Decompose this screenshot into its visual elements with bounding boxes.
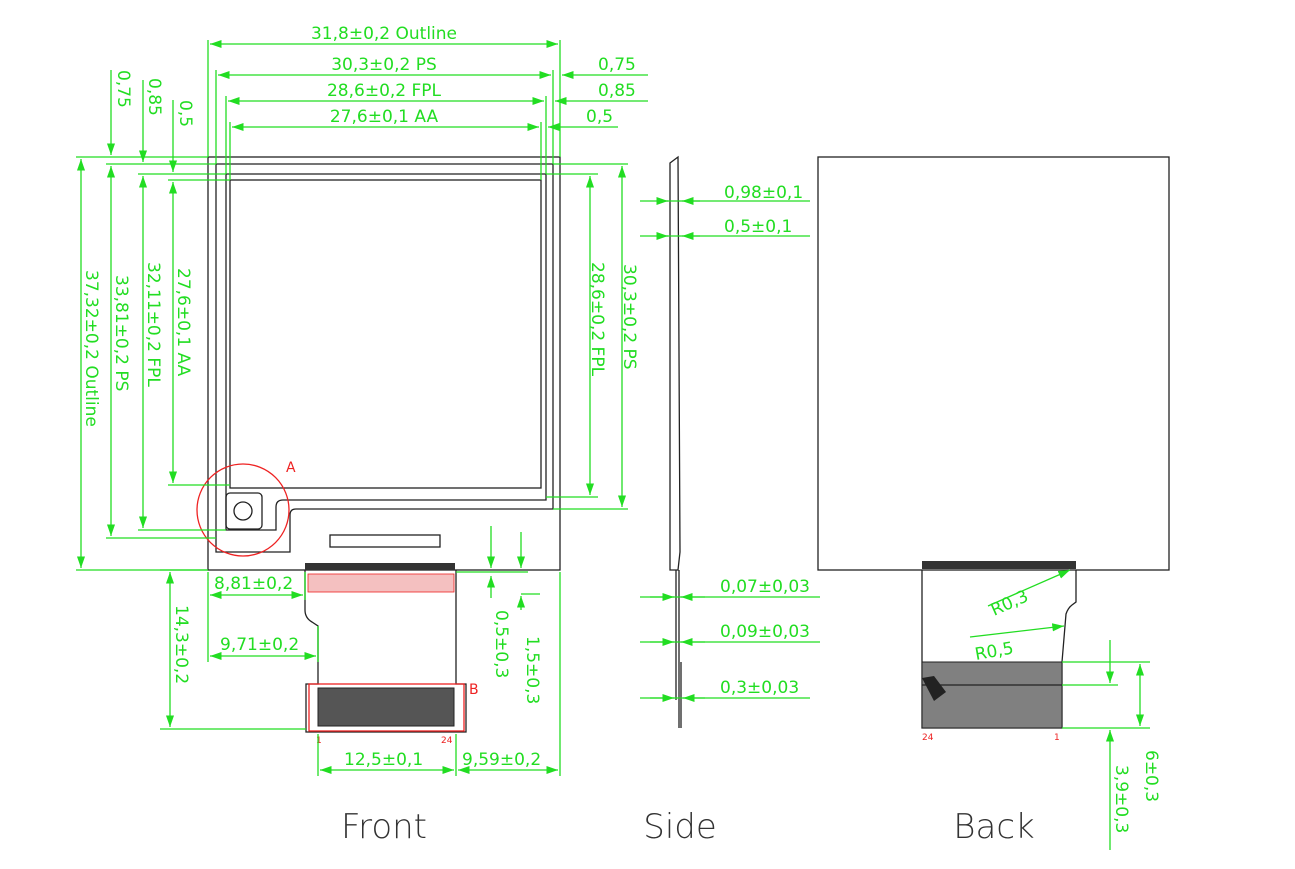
outline-height-label: 37,32±0,2 Outline xyxy=(81,270,101,427)
fpc-connector-strip xyxy=(305,563,455,570)
mounting-hole xyxy=(233,501,253,521)
active-area xyxy=(229,179,542,489)
dim-05-03-label: 0,5±0,3 xyxy=(491,610,511,678)
side-view: 0,98±0,1 0,5±0,1 0,07±0,03 0,09±0,03 0,3… xyxy=(640,155,820,728)
ps-width-label: 30,3±0,2 PS xyxy=(331,55,437,75)
back-view: 24 1 R0,3 R0,5 6±0,3 3,9±0,3 xyxy=(817,156,1170,850)
aa-height-label: 27,6±0,1 AA xyxy=(173,268,193,377)
fpc-offset-971-label: 9,71±0,2 xyxy=(220,635,299,655)
left-offset-075: 0,75 xyxy=(113,70,133,108)
front-left-dimensions: 37,32±0,2 Outline 33,81±0,2 PS 32,11±0,2… xyxy=(76,70,230,571)
side-thickness-03: 0,3±0,03 xyxy=(720,678,799,698)
front-top-dimensions: 31,8±0,2 Outline 30,3±0,2 PS 28,6±0,2 FP… xyxy=(207,24,648,180)
detail-a-circle xyxy=(196,463,290,557)
fpc-offset-881-label: 8,81±0,2 xyxy=(214,574,293,594)
side-panel-body xyxy=(669,155,681,571)
back-outline xyxy=(817,156,1170,571)
back-connector-strip xyxy=(922,561,1076,569)
back-stiffener-mark xyxy=(922,676,946,701)
side-thickness-098: 0,98±0,1 xyxy=(724,183,803,203)
front-right-dimensions: 28,6±0,2 FPL 30,3±0,2 PS xyxy=(546,163,639,510)
driver-ic xyxy=(329,534,441,548)
polarizer-outline xyxy=(215,163,554,553)
detail-b-label: B xyxy=(469,682,479,698)
ps-height-right-label: 30,3±0,2 PS xyxy=(619,264,639,370)
pad-width-label: 12,5±0,1 xyxy=(344,750,423,770)
pad-offset-label: 9,59±0,2 xyxy=(462,750,541,770)
right-offset-085: 0,85 xyxy=(598,81,636,101)
stiffener-offset-label: 3,9±0,3 xyxy=(1111,765,1131,833)
caption-front: Front xyxy=(341,807,427,847)
front-view: A B 1 24 xyxy=(196,156,561,746)
left-offset-085: 0,85 xyxy=(144,78,164,116)
side-thickness-007: 0,07±0,03 xyxy=(720,577,810,597)
fpl-width-label: 28,6±0,2 FPL xyxy=(327,81,442,101)
front-outline xyxy=(207,156,561,571)
pin-24-back: 24 xyxy=(922,733,934,743)
right-offset-05: 0,5 xyxy=(586,107,613,127)
fpc-traces xyxy=(307,573,455,593)
ps-height-label: 33,81±0,2 PS xyxy=(111,275,131,391)
dim-15-03-label: 1,5±0,3 xyxy=(522,636,542,704)
side-thickness-05: 0,5±0,1 xyxy=(724,217,792,237)
fpl-outline xyxy=(225,173,547,531)
fpl-height-label: 32,11±0,2 FPL xyxy=(143,262,163,387)
tab-outline xyxy=(225,492,263,530)
radius-05-label: R0,5 xyxy=(973,638,1015,664)
radius-03-label: R0,3 xyxy=(988,586,1032,620)
fpc-outline xyxy=(304,570,467,733)
front-bottom-dimensions: 8,81±0,2 9,71±0,2 14,3±0,2 0,5±0,3 1,5±0… xyxy=(160,526,561,776)
caption-side: Side xyxy=(643,807,717,847)
stiffener-height-label: 6±0,3 xyxy=(1141,750,1161,802)
caption-back: Back xyxy=(953,807,1034,847)
fpc-length-label: 14,3±0,2 xyxy=(171,605,191,684)
fpl-height-right-label: 28,6±0,2 FPL xyxy=(587,262,607,377)
pin-1-back: 1 xyxy=(1054,733,1060,743)
fpc-pads xyxy=(317,687,455,727)
back-stiffener xyxy=(921,661,1063,729)
pin-1-front: 1 xyxy=(316,736,322,746)
side-thickness-009: 0,09±0,03 xyxy=(720,622,810,642)
left-offset-05: 0,5 xyxy=(175,100,195,127)
right-offset-075: 0,75 xyxy=(598,55,636,75)
detail-a-label: A xyxy=(286,460,296,476)
pin-24-front: 24 xyxy=(441,736,453,746)
outline-width-label: 31,8±0,2 Outline xyxy=(311,24,457,44)
detail-b-box xyxy=(308,683,465,732)
aa-width-label: 27,6±0,1 AA xyxy=(330,107,439,127)
